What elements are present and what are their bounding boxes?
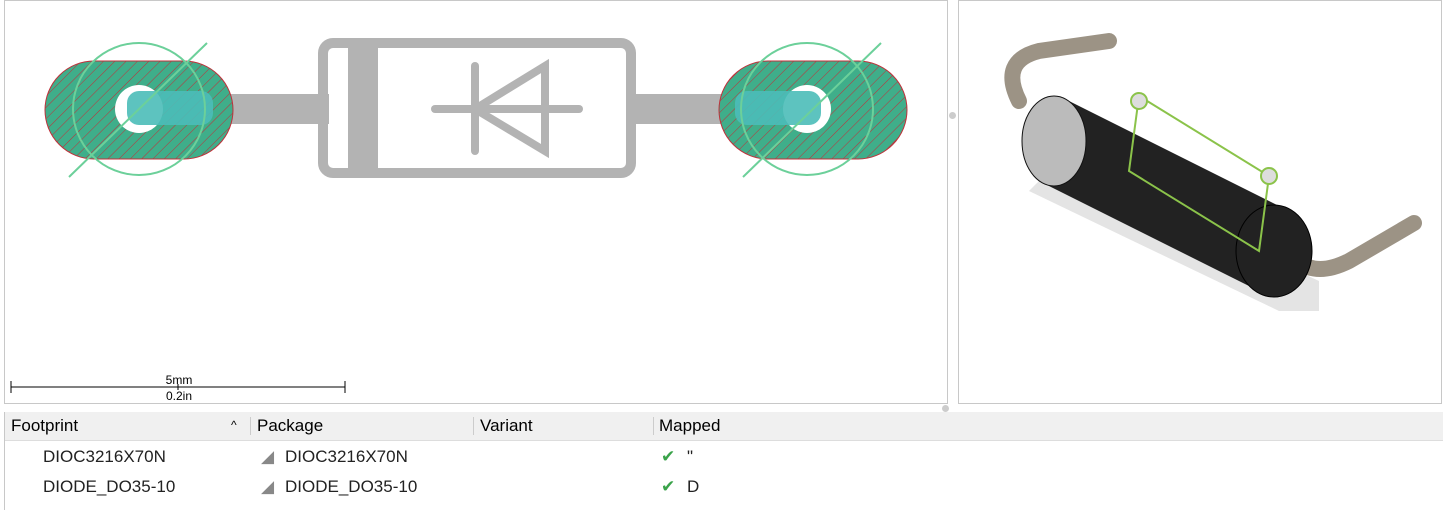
check-icon: ✔ xyxy=(661,477,676,496)
footprint-table: Footprint ^ Package Variant Mapped DIOC3… xyxy=(4,412,1443,510)
scale-imperial: 0.2in xyxy=(165,389,193,403)
mapped-cell: " xyxy=(687,447,694,466)
mapped-cell: D xyxy=(687,477,700,496)
footprint-cell: DIODE_DO35-10 xyxy=(43,477,176,496)
vertical-splitter[interactable] xyxy=(949,112,956,119)
column-variant[interactable]: Variant xyxy=(480,416,533,435)
column-mapped[interactable]: Mapped xyxy=(659,416,721,435)
footprint-cell: DIOC3216X70N xyxy=(43,447,166,466)
package-cell: DIODE_DO35-10 xyxy=(285,477,418,496)
3d-diode-model xyxy=(1004,33,1422,311)
package-icon: ◢ xyxy=(261,477,275,496)
footprint-preview[interactable]: 5mm 0.2in xyxy=(4,0,948,404)
table-row[interactable]: DIOC3216X70N ◢ DIOC3216X70N ✔ " xyxy=(5,441,1443,471)
pad-2 xyxy=(718,42,908,178)
package-cell: DIOC3216X70N xyxy=(285,447,408,466)
pad-1 xyxy=(44,42,234,178)
table-header: Footprint ^ Package Variant Mapped xyxy=(5,412,1443,441)
horizontal-splitter[interactable] xyxy=(942,405,949,412)
table-row[interactable]: DIODE_DO35-10 ◢ DIODE_DO35-10 ✔ D xyxy=(5,471,1443,501)
3d-model-preview[interactable] xyxy=(958,0,1442,404)
scale-metric: 5mm xyxy=(165,373,193,387)
footprint-drawing xyxy=(10,38,908,393)
check-icon: ✔ xyxy=(661,447,676,466)
column-footprint[interactable]: Footprint xyxy=(11,416,79,435)
package-icon: ◢ xyxy=(261,447,275,466)
sort-ascending-icon[interactable]: ^ xyxy=(231,418,237,432)
column-package[interactable]: Package xyxy=(257,416,324,435)
